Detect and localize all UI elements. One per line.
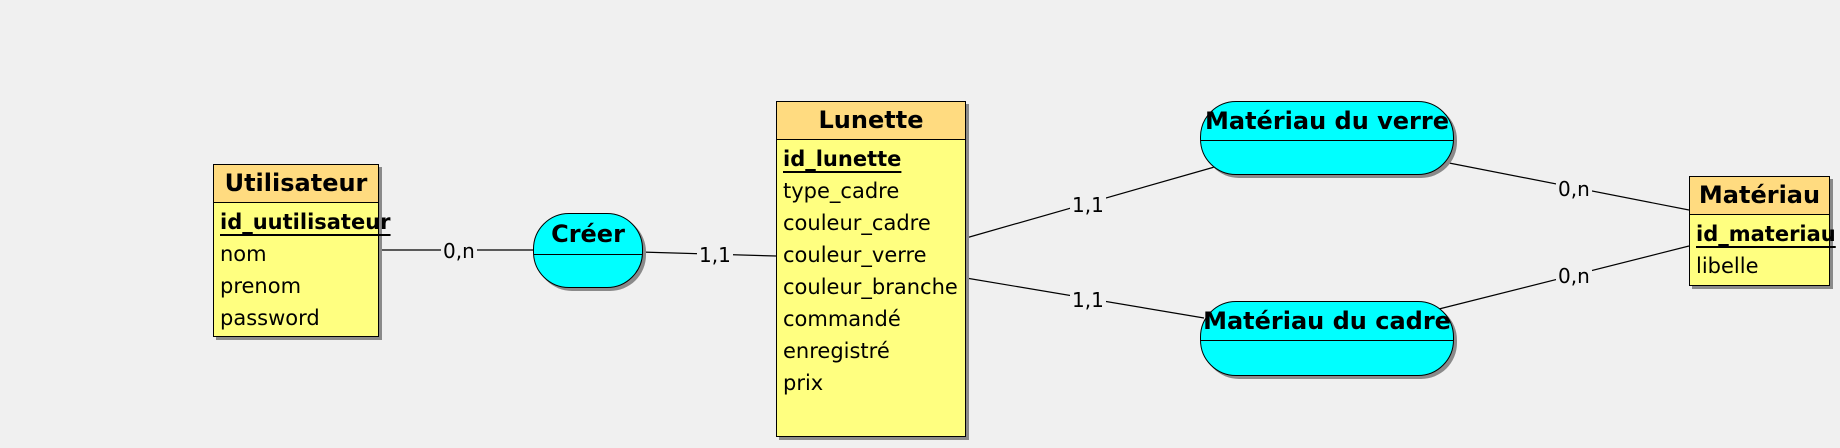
entity-title: Lunette bbox=[777, 102, 965, 140]
entity-materiau[interactable]: Matériau id_materiau libelle bbox=[1689, 176, 1836, 286]
attribute: couleur_cadre bbox=[783, 211, 931, 235]
entity-utilisateur[interactable]: Utilisateur id_uutilisateur nom prenom p… bbox=[213, 164, 391, 337]
attribute: enregistré bbox=[783, 339, 890, 363]
attribute: nom bbox=[220, 242, 267, 266]
association-creer[interactable]: Créer bbox=[533, 213, 643, 288]
association-title: Matériau du verre bbox=[1204, 107, 1450, 135]
cardinality-lunette-verre: 1,1 bbox=[1070, 193, 1106, 217]
association-divider bbox=[1201, 340, 1453, 341]
cardinality-utilisateur-creer: 0,n bbox=[441, 239, 477, 263]
cardinality-lunette-cadre: 1,1 bbox=[1070, 288, 1106, 312]
attribute: type_cadre bbox=[783, 179, 900, 203]
association-materiau-verre[interactable]: Matériau du verre bbox=[1200, 101, 1454, 175]
attribute: prix bbox=[783, 371, 824, 395]
attribute: couleur_branche bbox=[783, 275, 958, 299]
association-title: Matériau du cadre bbox=[1203, 307, 1451, 335]
entity-lunette[interactable]: Lunette id_lunette type_cadre couleur_ca… bbox=[776, 101, 966, 437]
cardinality-creer-lunette: 1,1 bbox=[697, 243, 733, 267]
attribute: password bbox=[220, 306, 320, 330]
entity-title: Utilisateur bbox=[214, 165, 378, 203]
association-divider bbox=[534, 254, 642, 255]
attribute: libelle bbox=[1696, 254, 1759, 278]
attribute: commandé bbox=[783, 307, 901, 331]
association-divider bbox=[1201, 140, 1453, 141]
cardinality-verre-materiau: 0,n bbox=[1556, 177, 1592, 201]
primary-key-attribute: id_materiau bbox=[1696, 222, 1836, 246]
attribute: prenom bbox=[220, 274, 302, 298]
primary-key-attribute: id_lunette bbox=[783, 147, 902, 171]
cardinality-cadre-materiau: 0,n bbox=[1556, 264, 1592, 288]
association-title: Créer bbox=[551, 220, 625, 248]
primary-key-attribute: id_uutilisateur bbox=[220, 210, 391, 234]
association-materiau-cadre[interactable]: Matériau du cadre bbox=[1200, 301, 1454, 376]
entity-title: Matériau bbox=[1690, 177, 1829, 215]
attribute: couleur_verre bbox=[783, 243, 927, 267]
